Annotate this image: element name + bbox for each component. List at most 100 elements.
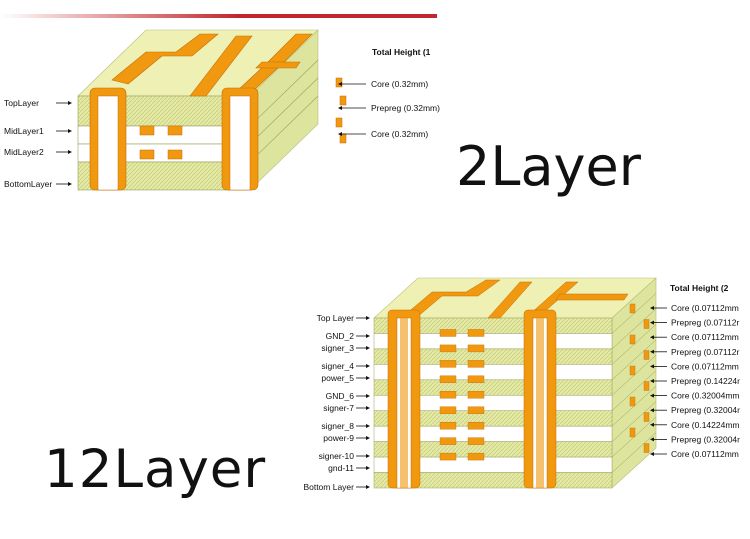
left-label-12layer: Top Layer [317,313,354,323]
side-pad-12 [643,381,650,391]
side-pad-12 [643,350,650,360]
left-arrow-12layer-head [366,346,370,350]
inner-pad-12 [439,391,457,399]
total-height-2layer: Total Height (1 [372,47,431,57]
inner-pad-12 [439,360,457,368]
side-pad-12 [643,443,650,453]
inner-pad-0 [139,125,155,136]
inner-pad-12 [439,437,457,445]
left-label-2layer: MidLayer1 [4,126,44,136]
side-line-12 [611,370,657,411]
right-label-12layer: Core (0.07112mm [671,303,739,313]
left-arrow-12layer-head [366,436,370,440]
title-2layer: 2Layer [456,135,641,198]
inner-pad-12 [467,391,485,399]
inner-pad-12 [439,344,457,353]
right-arrow-12layer-head [650,408,654,413]
right-label-12layer: Prepreg (0.32004r [671,434,740,444]
left-label-12layer: GND_6 [326,391,355,401]
side-line-12 [611,432,657,473]
left-label-12layer: Bottom Layer [303,482,354,492]
left-label-12layer: power-9 [323,433,354,443]
inner-pad-12 [467,329,485,337]
right-arrow-12layer-head [650,422,654,427]
inner-pad-12 [439,452,457,461]
side-pad-12 [629,427,636,438]
via-core-12 [400,318,408,488]
inner-pad-12 [467,421,485,430]
right-label-2layer: Prepreg (0.32mm) [371,103,440,113]
top-red-line [0,14,437,18]
side-layer-line-2 [249,95,319,163]
title-12layer: 12Layer [44,439,267,500]
left-label-12layer: gnd-11 [328,463,354,473]
side-layer-line-1 [249,77,319,145]
side-line-12 [611,401,657,442]
right-label-12layer: Prepreg (0.07112r [671,318,740,328]
inner-pad-12 [467,375,485,384]
pcb-2layer-board [77,29,347,191]
inner-pad-12 [439,375,457,384]
left-label-12layer: signer-7 [323,403,354,413]
left-arrow-12layer-head [366,316,370,320]
left-arrow-12layer-head [366,454,370,458]
right-arrow-12layer-head [650,335,654,340]
via-core-12 [536,318,544,488]
inner-pad-12 [467,344,485,353]
right-arrow-12layer-head [650,437,654,442]
right-label-12layer: Prepreg (0.07112r [671,347,740,357]
side-pad-2 [335,117,343,128]
left-label-2layer: BottomLayer [4,179,52,189]
right-label-12layer: Core (0.07112mm [671,449,739,459]
left-label-2layer: TopLayer [4,98,39,108]
side-layer-line-0 [249,59,319,127]
inner-pad-12 [467,452,485,461]
left-arrow-12layer-head [366,364,370,368]
side-pad-12 [643,319,650,329]
top-trace-12-b [487,281,533,319]
top-trace-12-a [405,279,501,319]
right-arrow-12layer-head [650,306,654,310]
right-arrow-12layer-head [650,452,654,456]
left-label-12layer: signer_4 [321,361,354,371]
side-line-12 [611,324,657,365]
right-label-12layer: Core (0.14224mm [671,420,740,430]
side-line-12 [611,339,657,381]
inner-pad-12 [439,329,457,337]
inner-pad-3 [167,149,183,160]
side-line-12 [611,293,657,334]
left-arrow-12layer-head [366,424,370,428]
right-arrow-12layer-head [650,364,654,369]
inner-pad-12 [439,406,457,414]
side-line-12 [611,308,657,350]
right-label-2layer: Core (0.32mm) [371,79,428,89]
inner-pad-12 [439,421,457,430]
side-line-12 [611,355,657,396]
right-label-12layer: Core (0.07112mm [671,332,739,342]
left-arrow-12layer-head [366,376,370,380]
top-trace-branch [255,61,301,69]
left-label-12layer: signer-10 [319,451,355,461]
left-label-2layer: MidLayer2 [4,147,44,157]
pcb-12layer-board [373,277,657,489]
right-label-12layer: Prepreg (0.14224r [671,376,740,386]
left-arrow-12layer-head [366,406,370,410]
via-hole-1 [229,95,251,191]
left-label-12layer: signer_3 [321,343,354,353]
left-arrow-2layer-head [68,182,72,186]
inner-pad-12 [467,437,485,445]
top-trace-middle [189,35,253,97]
right-label-12layer: Core (0.07112mm [671,361,739,371]
inner-pad-2 [139,149,155,160]
top-trace-left [111,33,219,85]
right-arrow-12layer-head [650,349,654,354]
inner-pad-12 [467,360,485,368]
left-arrow-12layer-head [366,485,370,489]
top-trace-12-d [555,293,629,301]
left-label-12layer: GND_2 [326,331,355,341]
left-arrow-12layer-head [366,394,370,398]
right-label-2layer: Core (0.32mm) [371,129,428,139]
side-pad-12 [629,303,636,314]
